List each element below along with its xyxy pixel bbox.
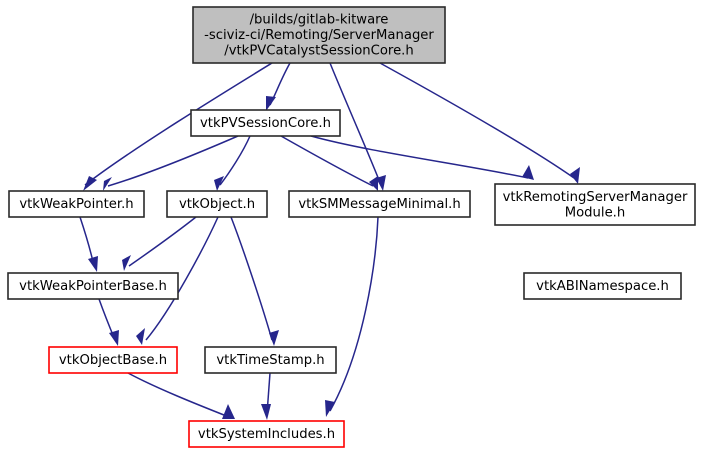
edge-object-to-weakpointerbase — [122, 216, 197, 271]
node-box[interactable] — [190, 109, 341, 137]
node-box[interactable] — [192, 6, 446, 64]
graph-node-weakpointer[interactable]: vtkWeakPointer.h — [8, 190, 145, 218]
edge-root-to-smmessageminimal — [329, 62, 386, 191]
node-box[interactable] — [204, 346, 337, 374]
node-label: vtkTimeStamp.h — [216, 353, 324, 368]
node-label: /builds/gitlab-kitware-sciviz-ci/Remotin… — [204, 13, 434, 59]
graph-node-systemincludes[interactable]: vtkSystemIncludes.h — [188, 420, 345, 448]
graph-node-root[interactable]: /builds/gitlab-kitware-sciviz-ci/Remotin… — [192, 6, 446, 64]
nodes-layer: /builds/gitlab-kitware-sciviz-ci/Remotin… — [7, 6, 696, 448]
edge-pvsessioncore-to-remotingmodule — [310, 135, 534, 180]
edge-weakpointer-to-weakpointerbase — [79, 216, 98, 272]
graph-node-weakpointerbase[interactable]: vtkWeakPointerBase.h — [7, 272, 179, 300]
node-box[interactable] — [166, 190, 268, 218]
edge-timestamp-to-systemincludes — [261, 372, 271, 420]
edge-pvsessioncore-to-smmessageminimal — [280, 135, 378, 191]
node-box[interactable] — [8, 190, 145, 218]
graph-node-timestamp[interactable]: vtkTimeStamp.h — [204, 346, 337, 374]
edges-layer — [79, 62, 580, 420]
graph-node-pvsessioncore[interactable]: vtkPVSessionCore.h — [190, 109, 341, 137]
graph-node-smmessageminimal[interactable]: vtkSMMessageMinimal.h — [288, 190, 471, 218]
edge-weakpointerbase-to-objectbase — [98, 298, 119, 346]
graph-node-object[interactable]: vtkObject.h — [166, 190, 268, 218]
edge-object-to-timestamp — [230, 216, 279, 346]
edge-objectbase-to-systemincludes — [127, 372, 235, 419]
node-label: vtkWeakPointer.h — [19, 197, 133, 212]
node-box[interactable] — [523, 272, 682, 300]
node-box[interactable] — [494, 183, 696, 226]
node-label: vtkWeakPointerBase.h — [19, 279, 167, 294]
edge-pvsessioncore-to-object — [214, 135, 251, 191]
node-label: vtkSystemIncludes.h — [198, 427, 335, 442]
node-label: vtkObjectBase.h — [59, 353, 167, 368]
node-box[interactable] — [7, 272, 179, 300]
edge-object-to-objectbase — [136, 216, 219, 345]
node-label: vtkObject.h — [179, 197, 255, 212]
node-label: vtkABINamespace.h — [536, 279, 669, 294]
node-box[interactable] — [48, 346, 178, 374]
graph-node-abinamespace[interactable]: vtkABINamespace.h — [523, 272, 682, 300]
node-label: vtkPVSessionCore.h — [200, 116, 331, 131]
edge-root-to-remotingmodule — [379, 62, 580, 184]
graph-node-objectbase[interactable]: vtkObjectBase.h — [48, 346, 178, 374]
node-box[interactable] — [288, 190, 471, 218]
edge-root-to-weakpointer — [83, 62, 273, 191]
edge-pvsessioncore-to-weakpointer — [103, 135, 239, 191]
edge-root-to-pvsessioncore — [266, 62, 291, 111]
edge-smmessageminimal-to-systemincludes — [325, 216, 379, 417]
node-label: vtkSMMessageMinimal.h — [298, 197, 460, 212]
node-box[interactable] — [188, 420, 345, 448]
